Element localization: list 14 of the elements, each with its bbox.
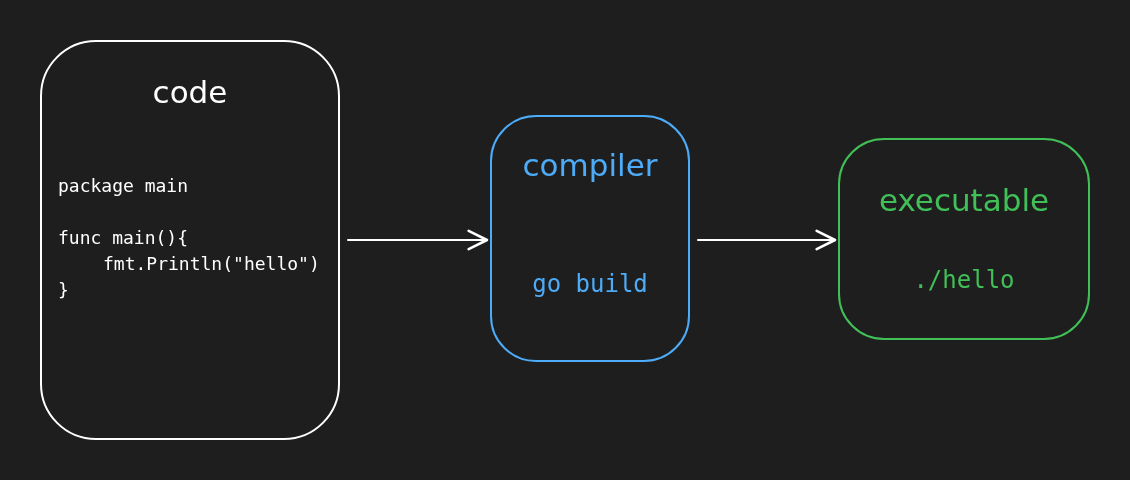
command-text: go build: [532, 269, 648, 300]
box-heading: code: [152, 73, 228, 112]
box-heading: executable: [878, 181, 1050, 220]
box-heading: compiler: [522, 146, 658, 185]
command-text: ./hello: [913, 265, 1015, 296]
code-line: fmt.Println("hello"): [103, 252, 320, 276]
process-box: [838, 138, 1090, 340]
arrow: [697, 229, 837, 251]
code-line: func main(){: [58, 226, 189, 250]
process-box: [40, 40, 340, 440]
process-box: [490, 115, 690, 362]
code-line: package main: [58, 174, 189, 198]
arrow: [347, 229, 489, 251]
code-line: }: [58, 278, 69, 302]
